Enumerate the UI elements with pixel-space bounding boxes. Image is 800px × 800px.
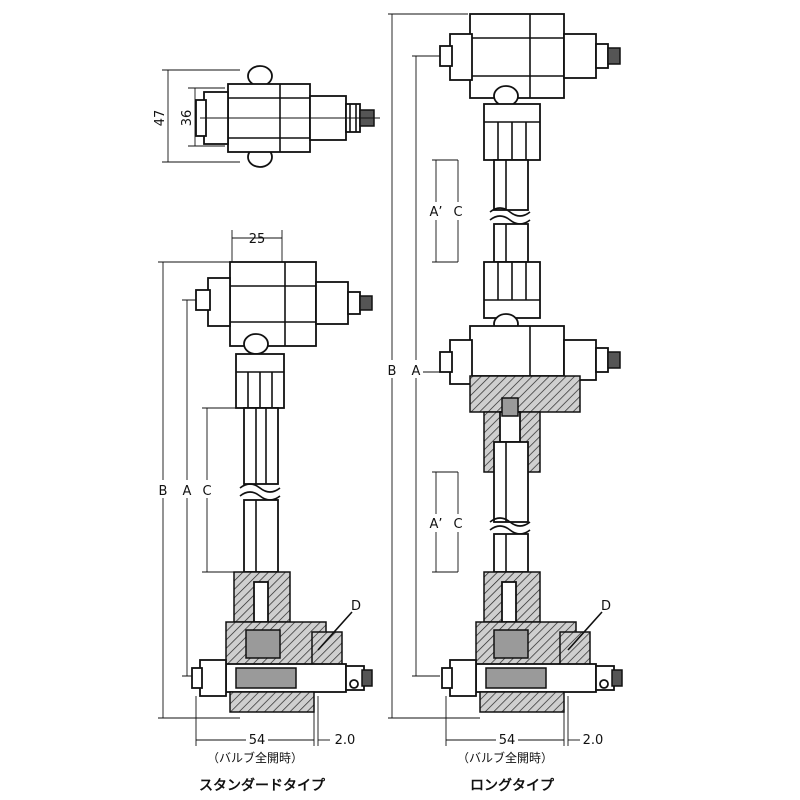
dim-b-label: B [159,484,168,499]
long-type-drawing: B A A’ C A’ C [385,13,623,794]
long-callout-d-label: D [601,599,611,614]
dim-a-label: A [183,484,192,499]
dim-47-label: 47 [153,110,168,127]
long-dim-a-prime-lower-label: A’ [429,517,442,532]
long-type-caption: ロングタイプ [470,777,555,794]
top-view: 47 36 [153,65,380,168]
long-dim-c-upper-label: C [453,205,462,220]
valve-open-note: （バルブ全開時） [207,750,303,765]
dim-2-label: 2.0 [335,733,356,748]
standard-type-drawing: 25 B A C [156,230,373,794]
long-dim-54-label: 54 [499,733,516,748]
standard-type-caption: スタンダードタイプ [199,777,326,794]
callout-d-label: D [351,599,361,614]
long-valve-open-note: （バルブ全開時） [457,750,553,765]
long-dim-2-label: 2.0 [583,733,604,748]
dim-c-label: C [202,484,211,499]
long-dim-a-prime-upper-label: A’ [429,205,442,220]
long-dim-a-label: A [412,364,421,379]
dim-36-label: 36 [180,110,195,127]
dim-25-label: 25 [249,232,266,247]
dim-54-label: 54 [249,733,266,748]
long-dim-b-label: B [388,364,397,379]
long-dim-c-lower-label: C [453,517,462,532]
